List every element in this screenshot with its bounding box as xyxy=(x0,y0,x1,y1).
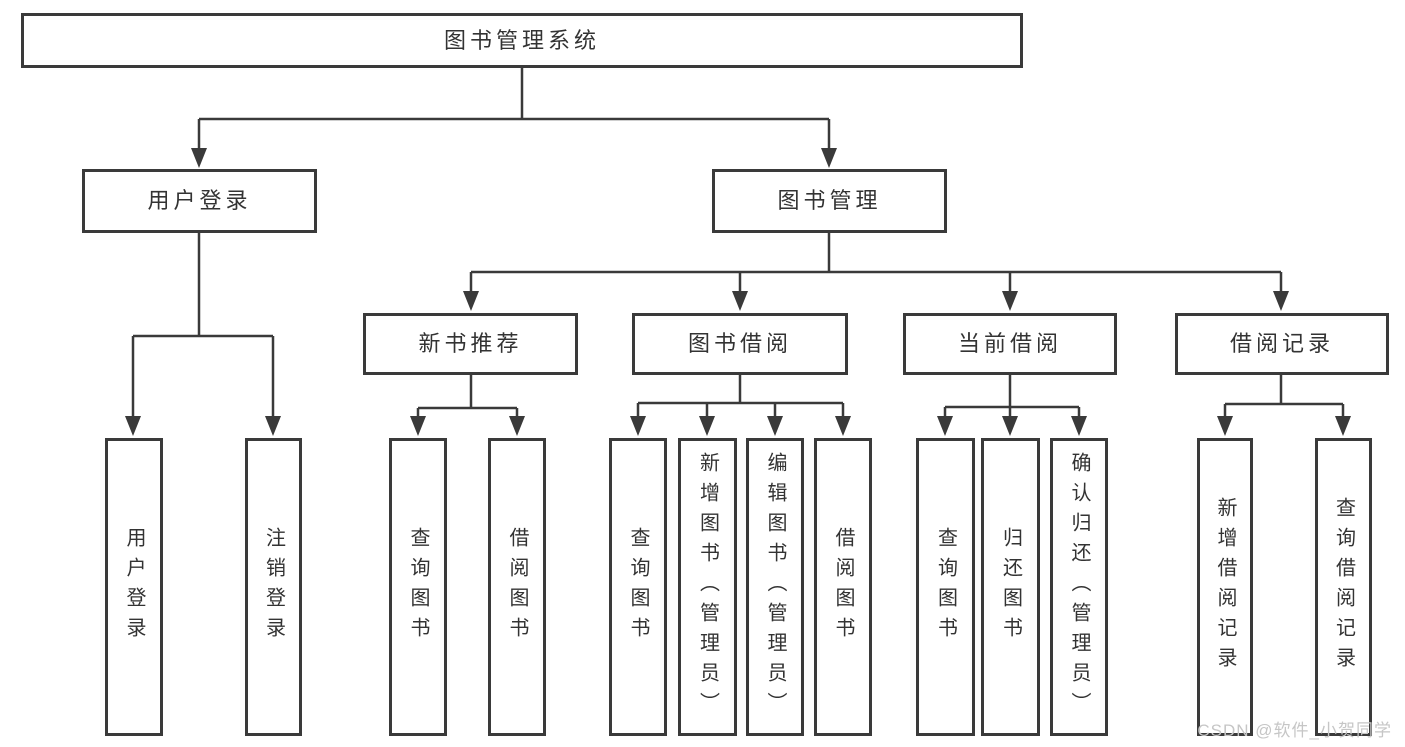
branch-node-user-login: 用户登录 xyxy=(82,169,317,233)
arrowhead xyxy=(1002,416,1018,436)
leaf-node-return-books: 归还图书 xyxy=(981,438,1040,736)
leaf-node-label: 用户登录 xyxy=(123,527,145,647)
connector-borrow-record-children xyxy=(1223,375,1345,419)
arrowhead xyxy=(630,416,646,436)
arrowhead xyxy=(1002,291,1018,311)
connector-book-management-children xyxy=(469,233,1283,294)
arrowhead xyxy=(463,291,479,311)
leaf-node-label: 归还图书 xyxy=(999,527,1022,647)
arrowhead xyxy=(821,148,837,168)
connector-new-book-recommend-children xyxy=(416,375,519,419)
leaf-node-query-borrow-record: 查询借阅记录 xyxy=(1315,438,1372,736)
leaf-node-logout: 注销登录 xyxy=(245,438,302,736)
arrowhead xyxy=(410,416,426,436)
leaf-node-label: 借阅图书 xyxy=(832,527,854,647)
leaf-node-borrow-books: 借阅图书 xyxy=(814,438,872,736)
arrowhead xyxy=(191,148,207,168)
connector-book-borrow-children xyxy=(636,375,845,419)
branch-node-book-management: 图书管理 xyxy=(712,169,947,233)
leaf-node-label: 查询借阅记录 xyxy=(1332,497,1355,677)
connector-root-to-level2 xyxy=(197,68,831,151)
group-node-label: 借阅记录 xyxy=(1229,331,1334,356)
arrowhead xyxy=(767,416,783,436)
leaf-node-add-borrow-record: 新增借阅记录 xyxy=(1197,438,1253,736)
arrowhead xyxy=(509,416,525,436)
group-node-label: 当前借阅 xyxy=(957,331,1062,356)
arrowhead xyxy=(1071,416,1087,436)
connector-current-borrow-children xyxy=(943,375,1081,419)
group-node-book-borrow: 图书借阅 xyxy=(632,313,848,375)
group-node-label: 图书借阅 xyxy=(687,331,792,356)
leaf-node-borrow-books-recommend: 借阅图书 xyxy=(488,438,546,736)
leaf-node-user-login: 用户登录 xyxy=(105,438,163,736)
connector-user-login-children xyxy=(131,233,275,419)
leaf-node-query-books-current: 查询图书 xyxy=(916,438,975,736)
arrowhead xyxy=(835,416,851,436)
leaf-node-query-books-recommend: 查询图书 xyxy=(389,438,447,736)
arrowhead xyxy=(1273,291,1289,311)
leaf-node-edit-books-admin: 编辑图书（管理员） xyxy=(746,438,804,736)
arrowhead xyxy=(732,291,748,311)
arrowhead xyxy=(937,416,953,436)
leaf-node-label: 编辑图书（管理员） xyxy=(764,452,786,722)
leaf-node-confirm-return-admin: 确认归还（管理员） xyxy=(1050,438,1108,736)
leaf-node-label: 新增图书（管理员） xyxy=(696,452,719,722)
branch-node-label: 图书管理 xyxy=(777,188,882,213)
leaf-node-add-books-admin: 新增图书（管理员） xyxy=(678,438,737,736)
group-node-current-borrow: 当前借阅 xyxy=(903,313,1117,375)
root-node-label: 图书管理系统 xyxy=(443,27,600,53)
arrowhead xyxy=(1335,416,1351,436)
leaf-node-label: 确认归还（管理员） xyxy=(1068,452,1090,722)
leaf-node-label: 查询图书 xyxy=(407,527,429,647)
root-node-library-system: 图书管理系统 xyxy=(21,13,1023,68)
arrowhead xyxy=(125,416,141,436)
leaf-node-label: 查询图书 xyxy=(934,527,957,647)
arrowhead xyxy=(699,416,715,436)
leaf-node-label: 查询图书 xyxy=(627,527,649,647)
arrowhead xyxy=(265,416,281,436)
branch-node-label: 用户登录 xyxy=(147,188,252,213)
leaf-node-query-books-borrow: 查询图书 xyxy=(609,438,667,736)
leaf-node-label: 新增借阅记录 xyxy=(1214,497,1236,677)
arrowhead xyxy=(1217,416,1233,436)
group-node-label: 新书推荐 xyxy=(418,331,523,356)
csdn-watermark: CSDN @软件_小贺同学 xyxy=(1197,721,1392,740)
group-node-new-book-recommend: 新书推荐 xyxy=(363,313,578,375)
arrowheads xyxy=(125,148,1351,436)
leaf-node-label: 借阅图书 xyxy=(506,527,528,647)
leaf-node-label: 注销登录 xyxy=(262,527,285,647)
group-node-borrow-record: 借阅记录 xyxy=(1175,313,1389,375)
